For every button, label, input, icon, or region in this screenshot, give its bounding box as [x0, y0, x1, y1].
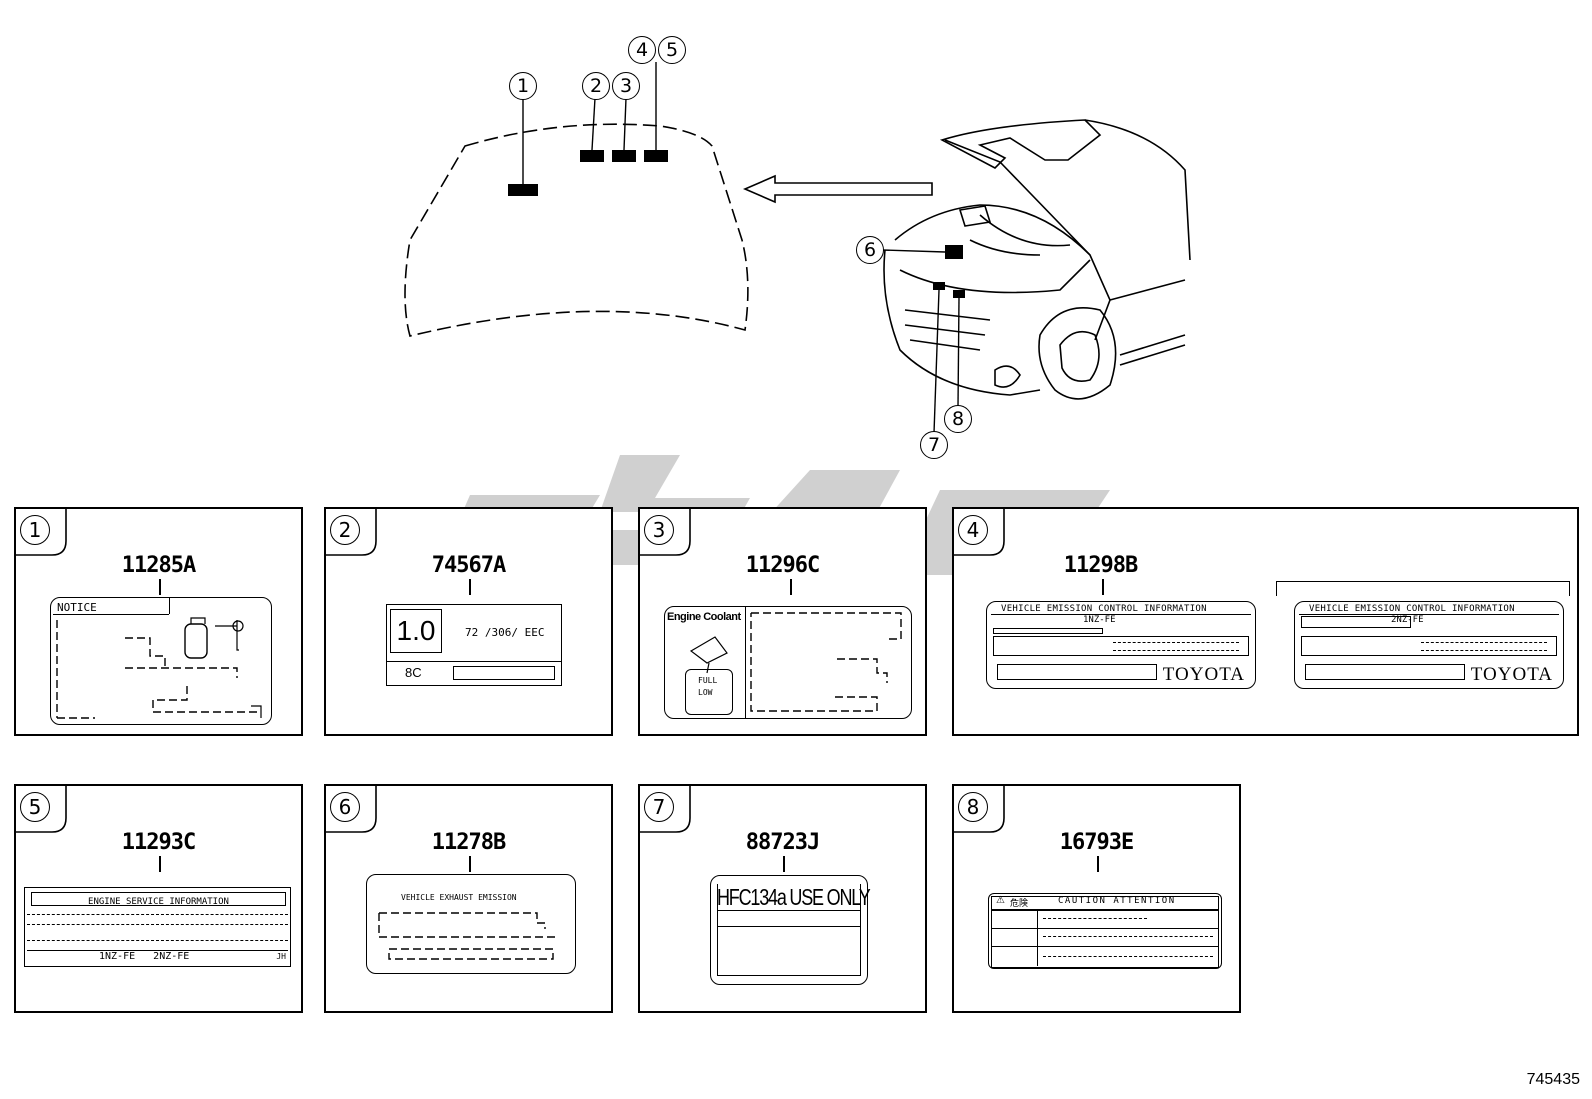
engine-code: 2NZ-FE: [1391, 615, 1424, 625]
hood-outline: [404, 123, 749, 337]
part-code: 11298B: [1063, 553, 1138, 578]
hood-label-4: [644, 150, 668, 162]
callout-6: 6: [856, 236, 884, 264]
panel-3: 3 11296C Engine Coolant FULL LOW: [638, 507, 927, 736]
service-title-box: ENGINE SERVICE INFORMATION: [31, 892, 286, 907]
part-code: 16793E: [1059, 830, 1134, 855]
panel-tab: [954, 786, 1005, 833]
engine-codes: 1NZ-FE 2NZ-FE: [99, 951, 190, 962]
panel-tab: [16, 509, 67, 556]
panel-1: 1 11285A NOTICE: [14, 507, 303, 736]
brand: TOYOTA: [1162, 664, 1245, 685]
emission-title: VEHICLE EMISSION CONTROL INFORMATION: [1309, 604, 1515, 614]
callout-5: 5: [658, 36, 686, 64]
hood-label-1: [508, 184, 538, 196]
low-mark: LOW: [698, 688, 713, 697]
panel-tab: [640, 509, 691, 556]
part-code: 88723J: [745, 830, 820, 855]
panel-tab: [326, 786, 377, 833]
hood-label-2: [580, 150, 604, 162]
part-code: 11293C: [121, 830, 196, 855]
emission-title: VEHICLE EMISSION CONTROL INFORMATION: [1001, 604, 1207, 614]
panel-5: 5 11293C ENGINE SERVICE INFORMATION 1NZ-…: [14, 784, 303, 1013]
engine-label-8: [953, 290, 965, 298]
callout-3: 3: [612, 72, 640, 100]
part-code: 11278B: [431, 830, 506, 855]
notice-heading: NOTICE: [57, 601, 97, 614]
coolant-label: Engine Coolant FULL LOW: [664, 606, 912, 719]
panel-4: 4 11298B VEHICLE EMISSION CONTROL INFORM…: [952, 507, 1579, 736]
warning-triangle-icon: ⚠: [996, 895, 1005, 906]
corner-code: JH: [276, 952, 286, 961]
caution-label: ⚠ 危険 CAUTION ATTENTION: [988, 893, 1222, 969]
full-mark: FULL: [698, 676, 718, 685]
callout-8: 8: [944, 405, 972, 433]
callout-1: 1: [509, 72, 537, 100]
panel-6: 6 11278B VEHICLE EXHAUST EMISSION: [324, 784, 613, 1013]
panel-8: 8 16793E ⚠ 危険 CAUTION ATTENTION: [952, 784, 1241, 1013]
callout-4: 4: [628, 36, 656, 64]
engine-label-7: [933, 282, 945, 290]
part-code: 11296C: [745, 553, 820, 578]
panel-number: 4: [958, 515, 988, 545]
part-code: 11285A: [121, 553, 196, 578]
car-front-drawing: [883, 119, 1191, 400]
callout-2: 2: [582, 72, 610, 100]
caution-header: ⚠ 危険 CAUTION ATTENTION: [991, 895, 1219, 910]
panel-7: 7 88723J HFC134a USE ONLY: [638, 784, 927, 1013]
figure-id: 745435: [1526, 1071, 1580, 1088]
panel-number: 8: [958, 792, 988, 822]
callout-7: 7: [920, 431, 948, 459]
direction-arrow: [742, 174, 933, 204]
panel-number: 1: [20, 515, 50, 545]
brand: TOYOTA: [1470, 664, 1553, 685]
panel-tab: [954, 509, 1005, 556]
emission-label-left: VEHICLE EMISSION CONTROL INFORMATION 1NZ…: [986, 601, 1256, 689]
code-small: 8C: [405, 665, 422, 680]
panel-tab: [326, 509, 377, 556]
panel-number: 2: [330, 515, 360, 545]
service-info-label: ENGINE SERVICE INFORMATION 1NZ-FE 2NZ-FE…: [24, 887, 291, 967]
hood-label-3: [612, 150, 636, 162]
panel-tab: [16, 786, 67, 833]
regulation-text: 72 /306/ EEC: [465, 626, 545, 639]
engine-code: 1NZ-FE: [1083, 615, 1116, 625]
warning-kanji: 危険: [1010, 898, 1029, 908]
caution-title: CAUTION ATTENTION: [1058, 896, 1176, 906]
refrigerant-text: HFC134a USE ONLY: [717, 884, 871, 910]
part-code: 74567A: [431, 553, 506, 578]
engine-label-6: [945, 245, 963, 259]
refrigerant-label: HFC134a USE ONLY: [710, 875, 871, 985]
regulation-label: 1.0 72 /306/ EEC 8C: [386, 604, 562, 686]
big-value-box: 1.0: [390, 609, 442, 653]
panel-2: 2 74567A 1.0 72 /306/ EEC 8C: [324, 507, 613, 736]
panel-number: 5: [20, 792, 50, 822]
exhaust-emission-label: VEHICLE EXHAUST EMISSION: [366, 874, 576, 974]
coolant-title: Engine Coolant: [667, 611, 741, 623]
panel-number: 3: [644, 515, 674, 545]
panel-number: 7: [644, 792, 674, 822]
panel-tab: [640, 786, 691, 833]
exhaust-title: VEHICLE EXHAUST EMISSION: [401, 893, 517, 902]
panel-number: 6: [330, 792, 360, 822]
service-title: ENGINE SERVICE INFORMATION: [88, 897, 229, 907]
notice-label: NOTICE: [50, 597, 272, 725]
emission-label-right: VEHICLE EMISSION CONTROL INFORMATION 2NZ…: [1294, 601, 1564, 689]
